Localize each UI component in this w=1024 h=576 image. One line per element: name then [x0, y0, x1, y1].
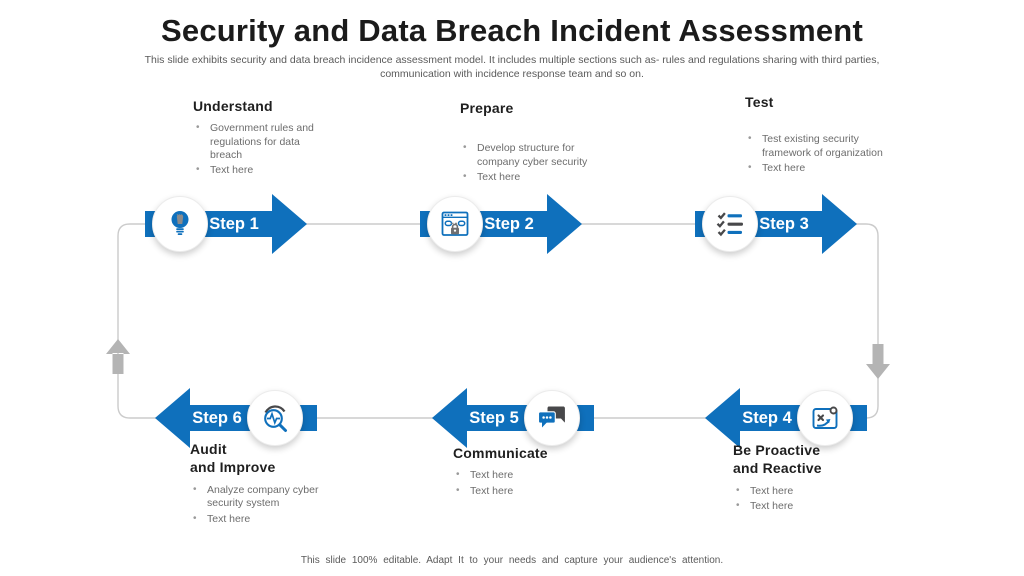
- step-4-arrow: Step 4: [705, 388, 867, 448]
- step-1-badge: [152, 196, 208, 252]
- footer-note: This slide 100% editable. Adapt It to yo…: [300, 555, 724, 566]
- communicate-text-block: Communicate Text here Text here: [453, 444, 603, 500]
- bullet-item: Text here: [745, 162, 903, 175]
- communicate-bullets: Text here Text here: [453, 469, 603, 498]
- right-arrow-shape: [145, 194, 307, 254]
- bullet-item: Text here: [453, 469, 603, 482]
- step-4-badge: [797, 390, 853, 446]
- prepare-text-block: Prepare Develop structure for company cy…: [460, 99, 602, 186]
- prepare-bullets: Develop structure for company cyber secu…: [460, 142, 602, 184]
- step-5-badge: [524, 390, 580, 446]
- step-1-label: Step 1: [209, 214, 259, 233]
- step-2-label: Step 2: [484, 214, 534, 233]
- step-3-badge: [702, 196, 758, 252]
- step-3-label: Step 3: [759, 214, 809, 233]
- step-4-label: Step 4: [742, 408, 792, 427]
- test-heading: Test: [745, 94, 774, 110]
- right-arrow-shape: [695, 194, 857, 254]
- understand-text-block: Understand Government rules and regulati…: [193, 97, 315, 180]
- test-bullets: Test existing security framework of orga…: [745, 133, 903, 175]
- understand-heading: Understand: [193, 98, 273, 114]
- audit-improve-heading: Audit and Improve: [190, 441, 276, 476]
- communicate-heading: Communicate: [453, 445, 548, 461]
- test-text-block: Test Test existing security framework of…: [745, 93, 903, 177]
- chat-bubbles-icon: [537, 406, 565, 428]
- page-subtitle: This slide exhibits security and data br…: [144, 54, 880, 80]
- bullet-item: Text here: [460, 171, 602, 184]
- bullet-item: Test existing security framework of orga…: [745, 133, 903, 160]
- bullet-item: Text here: [190, 513, 335, 526]
- left-arrow-shape: [705, 388, 867, 448]
- prepare-heading: Prepare: [460, 100, 514, 116]
- step-5-label: Step 5: [469, 408, 519, 427]
- step-5-arrow: Step 5: [432, 388, 594, 448]
- down-arrow-icon: [866, 344, 890, 379]
- bullet-item: Text here: [453, 485, 603, 498]
- step-2-arrow: Step 2: [420, 194, 582, 254]
- up-arrow-icon: [106, 339, 130, 374]
- proactive-reactive-text-block: Be Proactive and Reactive Text here Text…: [733, 441, 883, 516]
- step-3-arrow: Step 3: [695, 194, 857, 254]
- bullet-item: Text here: [733, 500, 883, 513]
- step-6-badge: [247, 390, 303, 446]
- audit-improve-text-block: Audit and Improve Analyze company cyber …: [190, 440, 335, 528]
- checklist-icon: [716, 212, 743, 237]
- secure-browser-icon: [441, 211, 469, 236]
- bullet-item: Text here: [733, 485, 883, 498]
- right-arrow-shape: [420, 194, 582, 254]
- proactive-reactive-bullets: Text here Text here: [733, 485, 883, 514]
- bullet-item: Analyze company cyber security system: [190, 484, 335, 511]
- left-connector-line: [117, 223, 158, 419]
- proactive-reactive-heading: Be Proactive and Reactive: [733, 442, 822, 477]
- bullet-item: Develop structure for company cyber secu…: [460, 142, 602, 169]
- strategy-icon: [812, 406, 838, 429]
- page-title: Security and Data Breach Incident Assess…: [161, 13, 863, 48]
- step-1-arrow: Step 1: [145, 194, 307, 254]
- lightbulb-icon: [171, 211, 189, 235]
- right-connector-line: [854, 223, 879, 419]
- step-6-arrow: Step 6: [155, 388, 317, 448]
- bullet-item: Text here: [193, 164, 315, 177]
- step-2-badge: [427, 196, 483, 252]
- step-6-label: Step 6: [192, 408, 242, 427]
- left-arrow-shape: [155, 388, 317, 448]
- left-arrow-shape: [432, 388, 594, 448]
- audit-magnifier-icon: [264, 405, 287, 432]
- audit-improve-bullets: Analyze company cyber security system Te…: [190, 484, 335, 526]
- bullet-item: Government rules and regulations for dat…: [193, 122, 315, 162]
- understand-bullets: Government rules and regulations for dat…: [193, 122, 315, 177]
